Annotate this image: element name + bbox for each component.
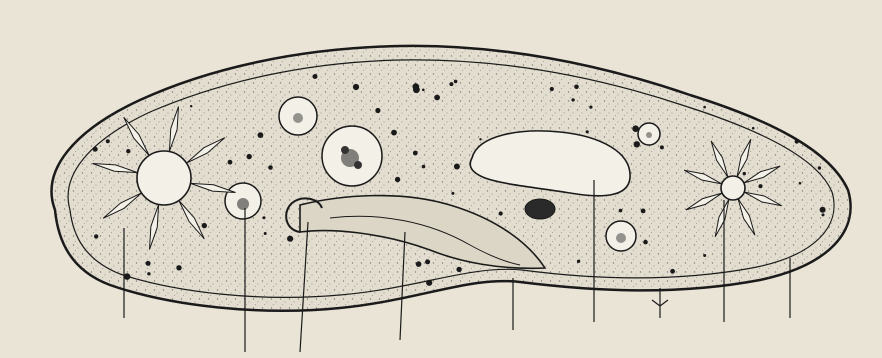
granule (416, 261, 422, 267)
granule (804, 271, 810, 277)
vacuole-sac (721, 176, 745, 200)
granule (589, 106, 592, 109)
granule (228, 160, 233, 165)
granule (799, 182, 802, 185)
granule (822, 213, 825, 216)
granule (313, 74, 318, 79)
granule (422, 165, 426, 169)
granule (146, 261, 151, 266)
granule (353, 84, 359, 90)
granule (247, 154, 252, 159)
granule (670, 269, 675, 274)
granule (422, 89, 425, 92)
granule (264, 232, 267, 235)
granule (619, 209, 623, 213)
granule (451, 192, 454, 195)
granule (550, 87, 554, 91)
granule (586, 130, 589, 133)
granule (126, 149, 130, 153)
granule (93, 147, 98, 152)
granule (479, 138, 481, 140)
granule (426, 280, 432, 286)
granule (258, 132, 264, 138)
granule (703, 254, 706, 257)
granule (148, 72, 153, 77)
granule (454, 80, 458, 84)
granule (263, 216, 266, 219)
vacuole-sac (137, 151, 191, 205)
granule (571, 98, 574, 101)
granule (454, 164, 460, 170)
granule (150, 83, 153, 86)
granule (634, 141, 640, 147)
granule (641, 209, 646, 214)
granule (190, 105, 192, 107)
granule (287, 236, 293, 242)
granule (703, 106, 706, 109)
granule (752, 127, 755, 130)
granule (124, 273, 131, 280)
granule (375, 108, 380, 113)
granule (268, 165, 273, 170)
granule (94, 234, 98, 238)
granule (413, 83, 420, 90)
granule (758, 184, 762, 188)
granule (456, 267, 461, 272)
granule (449, 82, 453, 86)
granule (434, 95, 440, 101)
granule (820, 207, 826, 213)
granule (425, 259, 430, 264)
granule (395, 177, 400, 182)
granule (499, 211, 503, 215)
granule (147, 272, 150, 275)
granule (577, 260, 580, 263)
granule (413, 151, 418, 156)
granule (202, 223, 207, 228)
granule (176, 265, 181, 270)
granule (106, 139, 110, 143)
micronucleus (525, 199, 555, 219)
granule (391, 130, 397, 136)
granule (818, 166, 821, 169)
granule (643, 240, 648, 245)
granule (574, 85, 579, 90)
granule (660, 145, 664, 149)
granule (743, 172, 746, 175)
leader-line (652, 288, 668, 318)
